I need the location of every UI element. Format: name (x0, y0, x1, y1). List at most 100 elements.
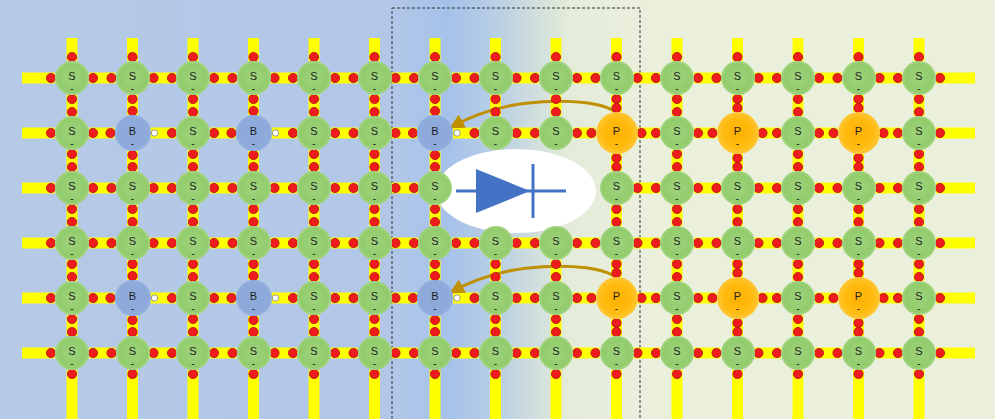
covalent-bond (309, 205, 320, 226)
electron (470, 238, 479, 247)
covalent-bond (755, 238, 782, 249)
charge-mark: - (494, 139, 497, 149)
atom-symbol: B (250, 126, 257, 137)
bond-stub (188, 38, 199, 61)
electron (833, 238, 842, 247)
charge-mark: - (70, 139, 73, 149)
electron (854, 153, 863, 162)
covalent-bond (309, 150, 320, 171)
charge-mark: - (857, 304, 860, 314)
electron (935, 238, 944, 247)
electron (67, 369, 76, 378)
bond-stub (22, 348, 55, 359)
bond-stub (309, 38, 320, 61)
diode-bar (532, 164, 535, 218)
covalent-bond (611, 95, 622, 112)
electron (693, 128, 702, 137)
covalent-bond (513, 238, 540, 249)
charge-mark: - (373, 139, 376, 149)
electron (814, 73, 823, 82)
charge-mark: - (615, 139, 618, 149)
atom-symbol: S (552, 236, 559, 247)
covalent-bond (272, 293, 298, 304)
atom-symbol: S (129, 71, 136, 82)
covalent-bond (248, 95, 259, 115)
charge-mark: - (70, 249, 73, 259)
charge-mark: - (131, 249, 134, 259)
charge-mark: - (373, 84, 376, 94)
covalent-bond (876, 238, 903, 249)
covalent-bond (914, 315, 925, 336)
electron (249, 204, 258, 213)
electron (833, 348, 842, 357)
bond-stub (490, 38, 501, 61)
covalent-bond (67, 260, 78, 281)
electron (693, 183, 702, 192)
charge-mark: - (736, 304, 739, 314)
atom-symbol: S (673, 181, 680, 192)
hole (454, 295, 460, 301)
charge-mark: - (736, 359, 739, 369)
bond-stub (672, 38, 683, 61)
electron (793, 94, 802, 103)
hole (272, 130, 278, 136)
electron (793, 149, 802, 158)
diode-ellipse (436, 149, 596, 233)
electron (209, 128, 218, 137)
bond-stub (369, 38, 380, 61)
electron (249, 94, 258, 103)
covalent-bond (672, 315, 683, 336)
charge-mark: - (615, 249, 618, 259)
charge-mark: - (131, 84, 134, 94)
electron (188, 94, 197, 103)
atom-symbol: S (915, 346, 922, 357)
atom-symbol: S (371, 126, 378, 137)
electron (879, 128, 888, 137)
covalent-bond (331, 73, 358, 84)
electron (814, 238, 823, 247)
charge-mark: - (312, 304, 315, 314)
electron (330, 73, 339, 82)
atom-symbol: S (250, 236, 257, 247)
electron (149, 348, 158, 357)
bond-stub (67, 370, 78, 419)
electron (67, 94, 76, 103)
electron (391, 293, 400, 302)
electron (875, 73, 884, 82)
electron (733, 153, 742, 162)
electron (227, 128, 236, 137)
atom-symbol: S (189, 236, 196, 247)
bond-stub (22, 183, 55, 194)
electron (309, 259, 318, 268)
covalent-bond (453, 293, 479, 304)
charge-mark: - (433, 359, 436, 369)
atom-symbol: S (734, 181, 741, 192)
covalent-bond (392, 183, 419, 194)
electron (430, 369, 439, 378)
electron (309, 204, 318, 213)
electron (572, 293, 581, 302)
covalent-bond (793, 315, 804, 336)
atom-symbol: S (794, 236, 801, 247)
charge-mark: - (917, 249, 920, 259)
atom-symbol: P (855, 291, 862, 302)
charge-mark: - (131, 304, 134, 314)
covalent-bond (793, 260, 804, 281)
covalent-bond (490, 260, 501, 281)
covalent-bond (452, 73, 479, 84)
covalent-bond (876, 348, 903, 359)
covalent-bond (150, 348, 177, 359)
covalent-bond (271, 238, 298, 249)
electron (430, 94, 439, 103)
electron (491, 369, 500, 378)
charge-mark: - (554, 304, 557, 314)
electron (228, 73, 237, 82)
covalent-bond (369, 205, 380, 226)
covalent-bond (127, 205, 138, 226)
charge-mark: - (494, 359, 497, 369)
covalent-bond (634, 238, 661, 249)
electron (188, 259, 197, 268)
covalent-bond (151, 128, 177, 139)
atom-symbol: B (431, 291, 438, 302)
electron (672, 314, 681, 323)
